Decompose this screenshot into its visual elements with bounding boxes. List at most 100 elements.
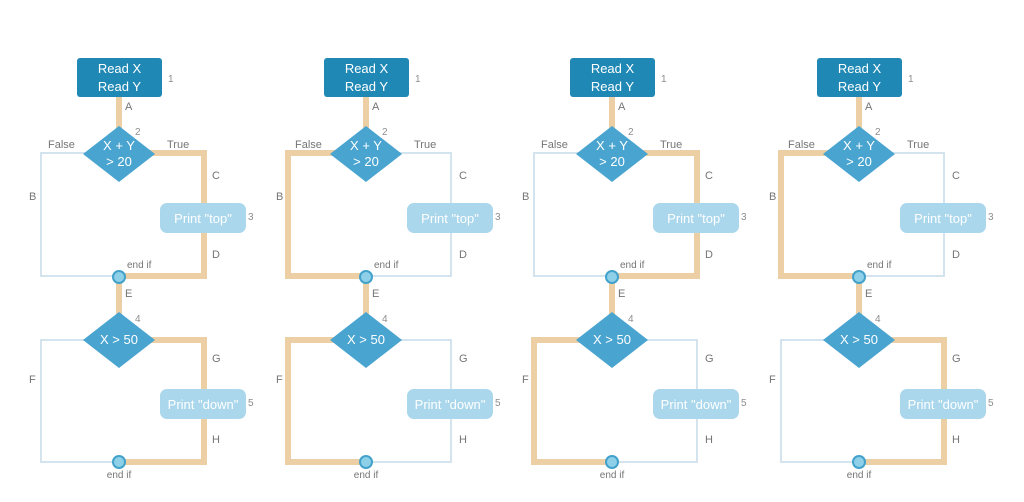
edge-label-c: C <box>459 170 467 182</box>
edge-b-line <box>285 150 291 279</box>
edge-g-top <box>889 337 947 343</box>
edge-d-bottom <box>865 275 945 277</box>
true-label: True <box>414 139 437 151</box>
start-block-line: Read Y <box>97 78 142 94</box>
edge-a-line <box>856 94 862 131</box>
false-label: False <box>541 139 568 151</box>
edge-f-bottom <box>780 461 853 463</box>
decision-1-line: X + Y <box>103 138 135 153</box>
edge-true-top <box>891 152 945 154</box>
edge-label-c: C <box>212 170 220 182</box>
step-number-1: 1 <box>661 74 667 85</box>
edge-d-bottom <box>123 273 207 279</box>
edge-g-top <box>149 337 207 343</box>
edge-f-line <box>40 339 42 463</box>
edge-f-bottom <box>285 459 362 465</box>
step-number-2: 2 <box>628 127 634 138</box>
edge-b-bottom <box>285 273 362 279</box>
endif-connector-mid <box>852 270 866 284</box>
edge-b-line <box>778 150 784 279</box>
edge-label-h: H <box>459 434 467 446</box>
true-label: True <box>660 139 683 151</box>
step-number-2: 2 <box>382 127 388 138</box>
endif-connector-mid <box>112 270 126 284</box>
edge-true-top <box>398 152 452 154</box>
print-down-block: Print "down" <box>900 389 986 419</box>
false-label: False <box>295 139 322 151</box>
edge-b-line <box>533 152 535 277</box>
edge-f-bottom <box>40 461 113 463</box>
edge-f-top <box>285 337 336 343</box>
step-number-4: 4 <box>875 314 881 325</box>
edge-label-b: B <box>769 191 777 203</box>
edge-label-a: A <box>372 101 380 113</box>
print-down-block: Print "down" <box>160 389 246 419</box>
endif-label-bottom: end if <box>599 470 625 481</box>
edge-f-line <box>285 337 291 465</box>
start-block-line: Read Y <box>344 78 389 94</box>
edge-f-bottom <box>531 459 608 465</box>
step-number-1: 1 <box>415 74 421 85</box>
edge-a-line <box>363 94 369 131</box>
start-block-line: Read Y <box>590 78 635 94</box>
edge-a-line <box>609 94 615 131</box>
edge-e-line <box>363 281 369 317</box>
decision-2-diamond: X > 50 <box>823 312 895 368</box>
edge-e-line <box>609 281 615 317</box>
print-down-block: Print "down" <box>407 389 493 419</box>
edge-label-a: A <box>618 101 626 113</box>
endif-connector-bottom <box>852 455 866 469</box>
edge-label-a: A <box>125 101 133 113</box>
edge-b-bottom <box>40 275 113 277</box>
edge-h-bottom <box>863 459 947 465</box>
step-number-1: 1 <box>908 74 914 85</box>
step-number-3: 3 <box>741 212 747 223</box>
edge-true-top <box>642 150 700 156</box>
edge-label-h: H <box>952 434 960 446</box>
step-number-5: 5 <box>988 398 994 409</box>
edge-f-top <box>40 339 87 341</box>
endif-connector-bottom <box>112 455 126 469</box>
print-top-block: Print "top" <box>900 203 986 233</box>
edge-label-b: B <box>29 191 37 203</box>
decision-1-line: > 20 <box>599 154 625 169</box>
endif-label-bottom: end if <box>106 470 132 481</box>
step-number-5: 5 <box>248 398 254 409</box>
false-label: False <box>788 139 815 151</box>
step-number-5: 5 <box>741 398 747 409</box>
print-top-block: Print "top" <box>653 203 739 233</box>
edge-label-d: D <box>705 249 713 261</box>
edge-label-d: D <box>952 249 960 261</box>
edge-g-top <box>398 339 452 341</box>
edge-label-c: C <box>952 170 960 182</box>
edge-f-line <box>780 339 782 463</box>
decision-1-line: > 20 <box>106 154 132 169</box>
decision-1-line: > 20 <box>846 154 872 169</box>
endif-label-mid: end if <box>867 260 892 271</box>
step-number-4: 4 <box>628 314 634 325</box>
edge-f-line <box>531 337 537 465</box>
step-number-3: 3 <box>988 212 994 223</box>
edge-label-f: F <box>276 374 283 386</box>
edge-d-bottom <box>372 275 452 277</box>
step-number-1: 1 <box>168 74 174 85</box>
edge-f-top <box>780 339 827 341</box>
endif-label-bottom: end if <box>353 470 379 481</box>
start-block-line: Read X <box>97 60 142 76</box>
edge-label-e: E <box>372 288 380 300</box>
step-number-5: 5 <box>495 398 501 409</box>
edge-label-f: F <box>522 374 529 386</box>
decision-1-diamond: X + Y> 20 <box>823 126 895 182</box>
edge-label-e: E <box>618 288 626 300</box>
edge-label-e: E <box>865 288 873 300</box>
endif-label-mid: end if <box>374 260 399 271</box>
edge-label-g: G <box>705 353 714 365</box>
edge-label-b: B <box>276 191 284 203</box>
start-block-line: Read X <box>837 60 882 76</box>
edge-label-g: G <box>212 353 221 365</box>
endif-label-mid: end if <box>620 260 645 271</box>
step-number-3: 3 <box>248 212 254 223</box>
